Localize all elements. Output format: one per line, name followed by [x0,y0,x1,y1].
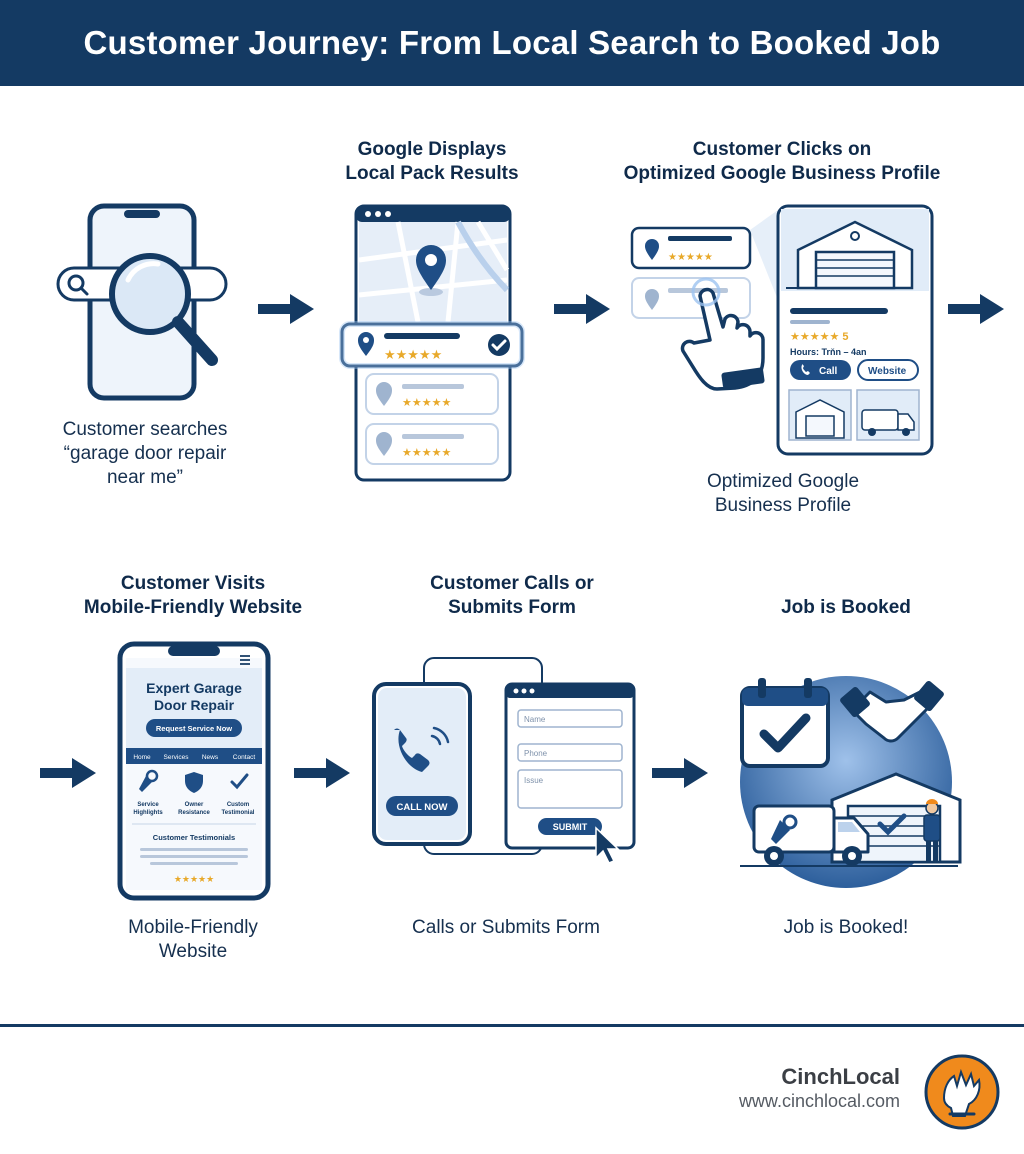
site-testimonials-title: Customer Testimonials [153,833,235,842]
step4-caption: Mobile-Friendly Website [78,916,308,964]
heading-line: Customer Visits [120,573,266,594]
site-nav-item: Home [133,754,151,761]
local-pack-illustration: ★★★★★ ★★★★★ ★★★★★ [338,200,538,485]
svg-text:Custom: Custom [227,802,249,808]
profile-website-button: Website [868,366,907,377]
caption-line: Mobile-Friendly [128,917,258,938]
service-van-icon [752,804,870,866]
call-now-button: CALL NOW [396,802,447,813]
phone-field: Phone [524,749,548,758]
magnifier-icon [109,253,218,366]
issue-field: Issue [524,776,544,785]
site-headline-1: Expert Garage [146,680,242,696]
search-illustration [50,200,230,410]
svg-text:★★★★★: ★★★★★ [668,252,713,263]
svg-text:Testimonial: Testimonial [222,810,255,816]
flow-arrow-4 [40,758,96,788]
star-rating: ★★★★★ [384,347,442,362]
heading-line: Customer Calls or [430,573,594,594]
name-field: Name [524,715,546,724]
step4-heading: Customer Visits Mobile-Friendly Website [58,572,328,620]
svg-text:★★★★★: ★★★★★ [402,447,451,459]
heading-line: Submits Form [448,597,576,618]
heading-line: Google Displays [357,139,507,160]
pointing-hand-icon [680,277,765,391]
heading-line: Local Pack Results [345,163,519,184]
checkmark-icon [230,773,249,790]
submit-button: SUBMIT [553,822,588,832]
caption-line: Optimized Google [706,471,860,492]
job-booked-illustration [720,672,972,894]
profile-call-button: Call [819,366,838,377]
step6-heading: Job is Booked [736,596,956,620]
handshake-icon [840,680,944,743]
flow-arrow-3 [948,294,1004,324]
caption-line: Customer searches [62,419,228,440]
technician-icon [923,799,941,861]
site-cta-button: Request Service Now [156,724,232,733]
business-profile-illustration: ★★★★★ ★★★★★ 5 Hours: Trňn – 4an Call Web… [626,200,938,462]
caption-line: Calls or Submits Form [412,917,600,938]
calendar-icon [740,678,830,768]
profile-rating: ★★★★★ 5 [790,331,848,343]
heading-line: Optimized Google Business Profile [623,163,941,184]
search-small-icon [67,274,89,296]
heading-line: Job is Booked [781,597,911,618]
cursor-icon [595,826,620,864]
title-bar: Customer Journey: From Local Search to B… [0,0,1024,86]
flow-arrow-2 [554,294,610,324]
brand-name: CinchLocal [781,1064,900,1089]
flow-arrow-1 [258,294,314,324]
svg-text:Owner: Owner [185,802,204,808]
contact-illustration: CALL NOW Name Phone Issue SUBMIT [370,654,640,868]
step6-caption: Job is Booked! [736,916,956,940]
page-title: Customer Journey: From Local Search to B… [83,24,941,61]
wrench-icon [139,769,159,792]
caption-line: Job is Booked! [783,917,909,938]
svg-text:Service: Service [137,802,159,808]
mobile-website-illustration: Expert Garage Door Repair Request Servic… [116,640,272,902]
step2-heading: Google Displays Local Pack Results [312,138,552,186]
step5-caption: Calls or Submits Form [374,916,638,940]
caption-line: “garage door repair [63,443,227,464]
site-nav-item: Services [164,754,190,761]
site-nav-item: News [202,754,219,761]
caption-line: Business Profile [714,495,852,516]
svg-text:Resistance: Resistance [178,810,210,816]
caption-line: Website [158,941,228,962]
caption-line: near me” [106,467,184,488]
svg-text:★★★★★: ★★★★★ [402,397,451,409]
map-pin-icon [416,245,446,296]
step1-caption: Customer searches “garage door repair ne… [30,418,260,490]
svg-text:Highlights: Highlights [133,810,163,816]
cinchlocal-logo [924,1054,1000,1130]
profile-hours: Hours: Trňn – 4an [790,347,867,357]
step3-caption: Optimized Google Business Profile [668,470,898,518]
site-headline-2: Door Repair [154,697,235,713]
phone-icon [394,726,450,772]
site-stars: ★★★★★ [174,874,214,884]
brand-url[interactable]: www.cinchlocal.com [738,1091,900,1111]
footer-divider [0,1024,1024,1027]
heading-line: Customer Clicks on [692,139,872,160]
site-nav-item: Contact [233,754,256,761]
flow-arrow-5 [294,758,350,788]
flow-arrow-6 [652,758,708,788]
step3-heading: Customer Clicks on Optimized Google Busi… [598,138,966,186]
heading-line: Mobile-Friendly Website [83,597,303,618]
shield-icon [185,772,203,793]
step5-heading: Customer Calls or Submits Form [392,572,632,620]
